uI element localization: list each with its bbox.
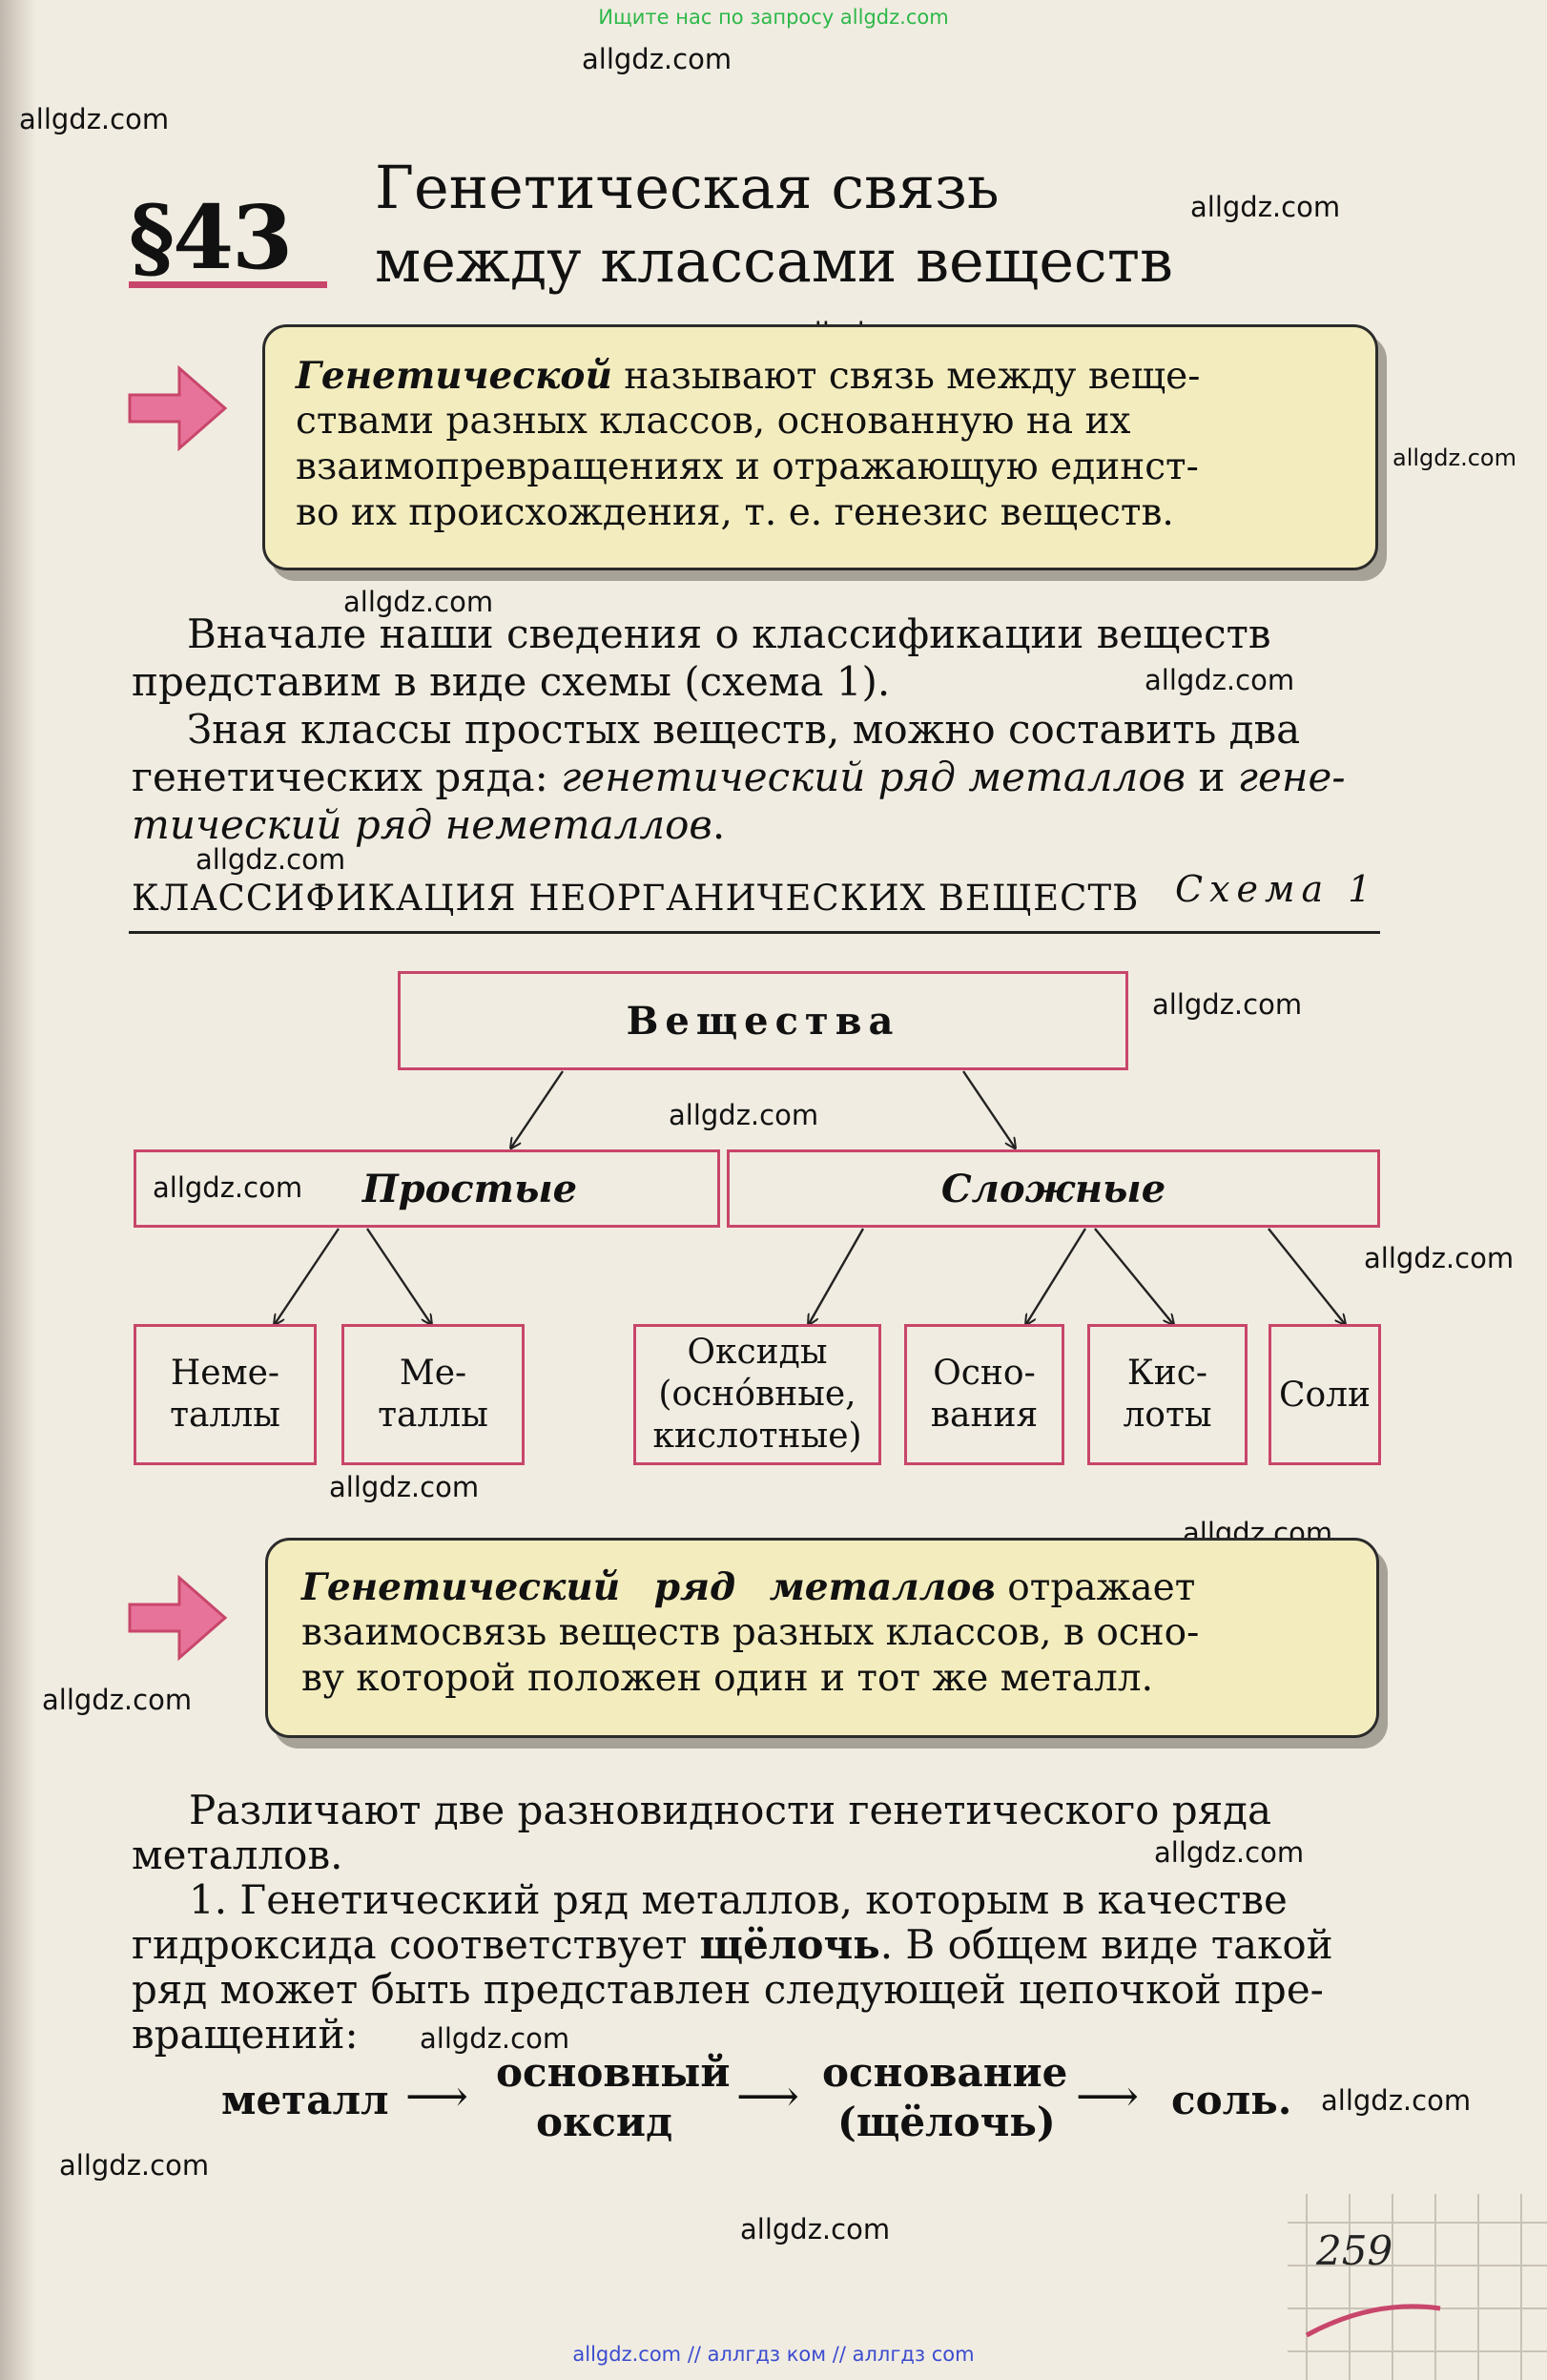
intro-line4: генетических ряда: генетический ряд мета…	[132, 754, 1346, 800]
watermark: allgdz.com	[740, 2213, 891, 2245]
intro-line1: Вначале наши сведения о классификации ве…	[187, 611, 1271, 657]
page-gutter-shadow	[0, 0, 36, 2380]
section-underline	[129, 281, 327, 288]
scheme-box-salts: Соли	[1269, 1324, 1381, 1465]
body-line5: ряд может быть представлен следующей цеп…	[132, 1966, 1324, 2013]
scheme-box-bases: Осно-вания	[904, 1324, 1064, 1465]
scheme-connectors	[0, 1070, 1547, 1526]
pink-arrow-icon	[128, 1574, 228, 1662]
watermark: allgdz.com	[1145, 664, 1295, 696]
chain-base-bottom: (щёлочь)	[837, 2099, 1056, 2145]
scheme-box-oxides: Оксиды(оснóвные,кислотные)	[633, 1324, 881, 1465]
definition-box-genetic-series	[265, 1538, 1379, 1738]
chain-arrow: ⟶	[405, 2070, 468, 2121]
definition2-line3: ву которой положен один и тот же металл.	[301, 1657, 1153, 1700]
scheme-box-acids: Кис-лоты	[1087, 1324, 1248, 1465]
chain-salt: соль.	[1171, 2077, 1292, 2123]
intro-line3: Зная классы простых веществ, можно соста…	[187, 706, 1301, 753]
scheme-label: Схема 1	[1175, 868, 1378, 910]
body-line3: 1. Генетический ряд металлов, которым в …	[189, 1876, 1288, 1923]
watermark: allgdz.com	[329, 1471, 480, 1503]
intro-line5: тический ряд неметаллов.	[132, 801, 726, 848]
section-title-line1: Генетическая связь	[375, 153, 1000, 222]
section-number: §43	[129, 186, 293, 289]
chain-oxide-bottom: оксид	[536, 2099, 673, 2145]
watermark: allgdz.com	[343, 586, 494, 618]
scheme-box-nonmetals: Неме-таллы	[134, 1324, 317, 1465]
watermark: allgdz.com	[1364, 1242, 1515, 1274]
definition1-line2: ствами разных классов, основанную на их	[296, 400, 1131, 443]
body-line2: металлов.	[132, 1832, 343, 1878]
watermark: allgdz.com	[1190, 191, 1341, 223]
chain-oxide-top: основный	[496, 2049, 731, 2096]
chain-arrow: ⟶	[1076, 2070, 1139, 2121]
watermark: allgdz.com	[669, 1099, 819, 1131]
section-title-line2: между классами веществ	[375, 226, 1173, 296]
watermark: allgdz.com	[1321, 2084, 1472, 2117]
watermark: allgdz.com	[42, 1684, 193, 1716]
watermark: allgdz.com	[59, 2149, 210, 2182]
bottom-banner[interactable]: allgdz.com // аллгдз ком // аллгдз com	[572, 2343, 975, 2366]
chain-metal: металл	[221, 2077, 389, 2123]
watermark: allgdz.com	[1152, 988, 1303, 1021]
definition1-line1: Генетической называют связь между веще-	[296, 354, 1201, 398]
definition2-line2: взаимосвязь веществ разных классов, в ос…	[301, 1611, 1200, 1654]
pink-arrow-icon	[128, 364, 228, 452]
definition-box-genetic-link	[262, 324, 1378, 570]
body-line1: Различают две разновидности генетическог…	[189, 1787, 1272, 1833]
definition1-term: Генетической	[296, 354, 612, 398]
scheme-heading: КЛАССИФИКАЦИЯ НЕОРГАНИЧЕСКИХ ВЕЩЕСТВ	[132, 878, 1140, 919]
definition1-line4: во их происхождения, т. е. генезис вещес…	[296, 491, 1174, 534]
intro-line2: представим в виде схемы (схема 1).	[132, 658, 891, 705]
definition2-line1: Генетический ряд металлов отражает	[301, 1565, 1196, 1609]
scheme-box-metals: Ме-таллы	[341, 1324, 525, 1465]
watermark: allgdz.com	[420, 2022, 570, 2055]
chain-arrow: ⟶	[736, 2070, 799, 2121]
page-number: 259	[1316, 2227, 1393, 2274]
watermark: allgdz.com	[196, 843, 346, 876]
scheme-box-substances: Вещества	[398, 971, 1128, 1070]
watermark: allgdz.com	[153, 1171, 303, 1204]
scheme-rule	[129, 931, 1380, 934]
definition1-line3: взаимопревращениях и отражающую единст-	[296, 445, 1199, 488]
watermark: allgdz.com	[1392, 445, 1516, 471]
watermark: allgdz.com	[582, 43, 732, 75]
scheme-box-complex: Сложные	[727, 1149, 1380, 1228]
chain-base-top: основание	[822, 2049, 1068, 2096]
watermark: allgdz.com	[1154, 1836, 1305, 1869]
body-line6: вращений:	[132, 2011, 359, 2058]
body-line4: гидроксида соответствует щёлочь. В общем…	[132, 1921, 1333, 1968]
scheme-box-simple: Простые	[134, 1149, 720, 1228]
top-banner[interactable]: Ищите нас по запросу allgdz.com	[598, 6, 949, 29]
watermark: allgdz.com	[19, 103, 170, 135]
definition2-term: Генетический ряд металлов	[301, 1565, 996, 1609]
page-corner-grid	[1288, 2194, 1547, 2380]
